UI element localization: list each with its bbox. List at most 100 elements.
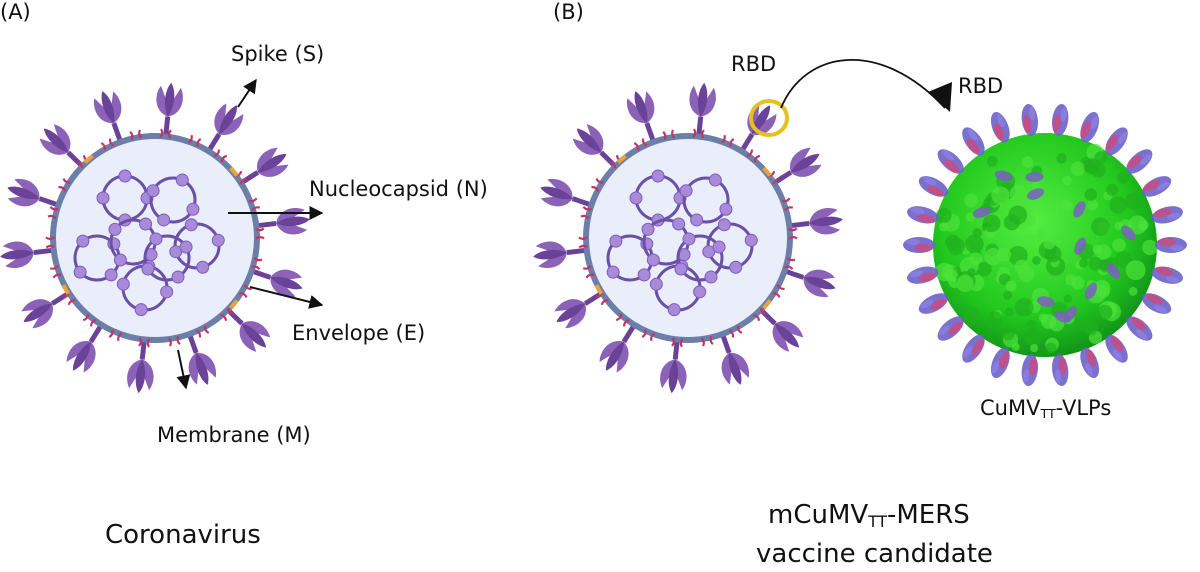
membrane-protein <box>700 335 714 347</box>
rbd-antigen <box>1074 237 1087 255</box>
envelope-protein <box>83 154 94 164</box>
rbd-antigen <box>1126 149 1153 174</box>
nucleocapsid-protein <box>184 218 198 232</box>
spike-protein <box>93 91 124 145</box>
vlp-subunit <box>1094 151 1108 165</box>
membrane-protein <box>220 307 234 321</box>
vlp-subunit <box>1128 286 1138 296</box>
membrane-protein <box>138 337 151 348</box>
vlp-subunit <box>982 214 1001 233</box>
envelope-protein <box>229 166 239 177</box>
vlp-subunit <box>1023 233 1036 246</box>
vlp-subunit <box>1065 274 1077 286</box>
envelope-protein <box>762 166 772 177</box>
membrane-protein <box>100 138 115 151</box>
spike-protein <box>237 147 289 187</box>
vlp-subunit <box>1070 161 1085 176</box>
membrane-protein <box>692 128 705 139</box>
vlp-subunit <box>1062 176 1072 186</box>
coronavirus-caption: Coronavirus <box>105 520 261 550</box>
vlp-subunit <box>935 207 952 224</box>
spike-protein <box>7 178 62 209</box>
rbd-antigen <box>1025 171 1044 183</box>
spike-protein <box>0 241 57 268</box>
membrane-protein <box>641 329 656 342</box>
envelope-protein <box>61 284 71 295</box>
nucleocapsid-protein <box>672 217 686 231</box>
spike-protein <box>156 82 183 139</box>
vlp-subunit <box>1031 181 1040 190</box>
spike-protein <box>39 124 86 170</box>
membrane-protein <box>784 256 796 270</box>
spike-protein <box>599 321 638 373</box>
rbd-antigen <box>1052 354 1069 386</box>
membrane-protein <box>720 134 735 147</box>
spike-protein <box>253 208 310 235</box>
spike-protein <box>554 289 606 329</box>
nucleocapsid-protein <box>171 270 185 284</box>
nucleocapsid-protein <box>679 184 693 198</box>
membrane-protein <box>662 129 676 141</box>
coronavirus-illustration <box>0 82 310 394</box>
membrane-protein <box>159 128 172 139</box>
panel-b-letter: (B) <box>553 0 584 24</box>
rbd-antigen <box>1151 266 1183 284</box>
membrane-protein <box>753 307 767 321</box>
rbd-antigen <box>918 293 949 314</box>
membrane-protein <box>82 313 97 327</box>
nucleocapsid-protein <box>606 265 620 279</box>
membrane-protein <box>108 329 123 342</box>
vlp-subunit <box>964 193 979 208</box>
nucleocapsid-protein <box>96 191 110 205</box>
membrane-protein <box>167 335 181 347</box>
vlp-subunit <box>1074 318 1086 330</box>
vlp-subunit <box>963 307 981 325</box>
nucleocapsid-protein <box>708 173 722 187</box>
nucleocapsid-protein <box>690 213 704 227</box>
vlp-subunit <box>1124 192 1142 210</box>
vlp-subunit <box>1137 219 1149 231</box>
spike-protein <box>626 91 657 145</box>
vlp-subunit <box>1056 153 1067 164</box>
vlp-subunit <box>1142 239 1158 256</box>
membrane-protein <box>187 134 202 147</box>
vlp-subunit <box>1024 327 1043 347</box>
membrane-protein <box>248 197 261 211</box>
vlp-subunit <box>1014 298 1034 317</box>
nucleocapsid-protein <box>712 240 726 254</box>
vlp-subunit <box>1083 158 1100 175</box>
vlp-subunit <box>967 268 976 277</box>
membrane-label: Membrane (M) <box>157 423 311 447</box>
spike-arrow <box>237 78 257 108</box>
nucleocapsid-protein <box>139 217 153 231</box>
membrane-protein <box>251 256 263 270</box>
rbd-antigen <box>994 170 1013 182</box>
rbd-antigen <box>1021 354 1038 386</box>
rbd-antigen <box>1053 311 1071 323</box>
membrane-protein <box>615 313 630 327</box>
membrane-protein <box>781 197 794 211</box>
vlp-subunit <box>1078 258 1089 268</box>
membrane-protein <box>47 206 59 220</box>
membrane-protein <box>746 149 761 163</box>
nucleocapsid-protein <box>629 191 643 205</box>
rbd-antigen <box>937 149 964 174</box>
nucleocapsid-protein <box>108 222 122 236</box>
membrane-protein <box>255 227 265 240</box>
nucleocapsid-protein <box>116 277 130 291</box>
membrane-protein <box>239 284 252 298</box>
nucleocapsid-protein <box>637 268 651 282</box>
vlp-subunit <box>991 186 1010 205</box>
membrane-protein <box>728 325 743 338</box>
vlp-subunit <box>1004 307 1014 317</box>
vlp-subunit <box>987 311 1003 326</box>
nucleocapsid-protein <box>141 262 155 276</box>
rna-strand <box>676 234 724 282</box>
membrane-protein <box>578 236 588 249</box>
envelope-protein <box>229 299 239 310</box>
rbd-antigen <box>1155 237 1187 253</box>
nucleocapsid-protein <box>160 285 174 299</box>
vlp-subunit <box>1109 196 1127 214</box>
